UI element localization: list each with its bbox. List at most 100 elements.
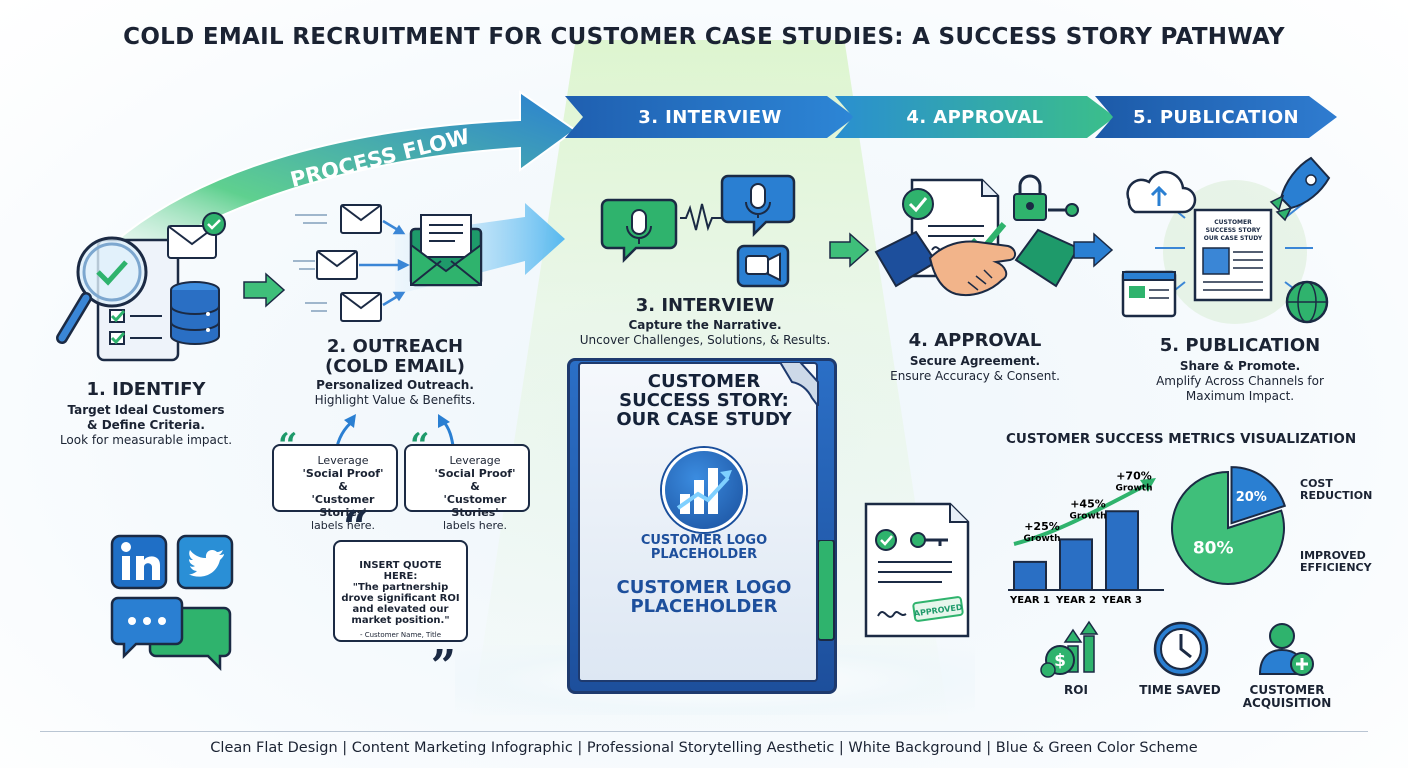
step-interview-line1: Capture the Narrative. xyxy=(628,318,782,332)
social-proof-callout: “ Leverage 'Social Proof' & 'Customer St… xyxy=(404,429,530,532)
growth-value-label: +70% xyxy=(1116,469,1152,482)
callout-line: Leverage xyxy=(449,454,501,467)
efficiency-pie-chart: 20% 80% xyxy=(1171,466,1287,585)
step-identify-line3: Look for measurable impact. xyxy=(59,433,233,447)
interview-media-icons xyxy=(600,174,796,288)
arrow-right-icon xyxy=(1073,232,1114,268)
banner-publication: 5. PUBLICATION xyxy=(1095,96,1337,138)
logo-placeholder-line: CUSTOMER LOGO xyxy=(616,577,792,598)
step-interview-line2: Uncover Challenges, Solutions, & Results… xyxy=(579,333,831,347)
step-publication-line3: Maximum Impact. xyxy=(1185,389,1295,403)
case-study-title: CUSTOMER SUCCESS STORY: OUR CASE STUDY xyxy=(578,372,830,429)
logo-placeholder-large: CUSTOMER LOGO PLACEHOLDER xyxy=(586,578,822,616)
step-approval-line1: Secure Agreement. xyxy=(909,354,1041,368)
page-curl xyxy=(780,362,819,406)
process-flow-arrow: PROCESS FLOW xyxy=(98,90,577,267)
growth-bar xyxy=(1013,560,1047,591)
twitter-icon xyxy=(176,534,234,590)
step-outreach-title-line1: 2. OUTREACH xyxy=(326,336,464,357)
metrics-title: CUSTOMER SUCCESS METRICS VISUALIZATION xyxy=(1006,431,1357,447)
pie-legend-efficiency: IMPROVED EFFICIENCY xyxy=(1300,550,1380,574)
customer-acquisition-label: CUSTOMER ACQUISITION xyxy=(1234,684,1340,710)
case-study-title-line: CUSTOMER xyxy=(647,371,761,392)
add-customer-icon xyxy=(1258,623,1314,676)
clock-icon xyxy=(1153,621,1209,677)
footer-divider xyxy=(40,731,1368,732)
quote-close-icon: ” xyxy=(430,641,456,692)
logo-placeholder-line: PLACEHOLDER xyxy=(650,547,758,562)
pie-legend-cost: COST REDUCTION xyxy=(1300,478,1380,502)
callout-line: 'Customer Stories' xyxy=(311,493,375,519)
step-outreach-line1: Personalized Outreach. xyxy=(316,378,474,392)
approved-document-icon: APPROVED xyxy=(864,502,970,638)
quote-line: "The partnership xyxy=(352,582,449,593)
chat-icon xyxy=(110,596,232,672)
pie-legend-label: COST REDUCTION xyxy=(1300,477,1373,502)
logo-placeholder-line: PLACEHOLDER xyxy=(630,596,778,617)
mini-doc-title: CUSTOMER xyxy=(1214,219,1252,226)
quote-line: drove significant ROI xyxy=(341,593,460,604)
step-interview-title: 3. INTERVIEW xyxy=(635,295,775,316)
quote-line: and elevated our xyxy=(352,604,449,615)
pie-slice-label: 80% xyxy=(1193,538,1234,558)
step-approval-line2: Ensure Accuracy & Consent. xyxy=(890,369,1060,383)
quote-heading: INSERT QUOTE HERE: xyxy=(359,560,442,582)
year-tick-label: YEAR 1 xyxy=(1009,595,1050,606)
quote-open-icon: “ xyxy=(343,502,369,553)
roi-icon: $ xyxy=(1040,620,1099,678)
growth-word-label: Growth xyxy=(1023,534,1060,544)
step-identify-line2: & Define Criteria. xyxy=(87,418,205,432)
year-tick-label: YEAR 2 xyxy=(1055,595,1096,606)
case-study-title-line: SUCCESS STORY: xyxy=(619,390,789,411)
callout-line: Leverage xyxy=(317,454,369,467)
customer-acquisition-line: ACQUISITION xyxy=(1242,696,1332,710)
banner-approval: 4. APPROVAL xyxy=(835,96,1115,138)
step-publication-line2: Amplify Across Channels for xyxy=(1156,374,1324,388)
svg-text:$: $ xyxy=(1054,651,1066,671)
logo-placeholder-small: CUSTOMER LOGO PLACEHOLDER xyxy=(586,534,822,562)
callout-line: 'Social Proof' & xyxy=(434,467,516,493)
callout-line: labels here. xyxy=(310,519,376,532)
growth-word-label: Growth xyxy=(1069,511,1106,521)
callout-line: 'Social Proof' & xyxy=(302,467,384,493)
time-saved-label: TIME SAVED xyxy=(1139,683,1221,697)
social-proof-callout: “ Leverage 'Social Proof' & 'Customer St… xyxy=(272,429,398,532)
step-publication-line1: Share & Promote. xyxy=(1179,359,1301,373)
mini-doc-subtitle: SUCCESS STORY xyxy=(1206,227,1261,234)
growth-building-icon xyxy=(676,468,732,514)
arrow-right-icon xyxy=(243,272,286,308)
outreach-envelopes-icon xyxy=(293,203,565,322)
year-tick-label: YEAR 3 xyxy=(1101,595,1142,606)
customer-quote-box: “ INSERT QUOTE HERE: "The partnership dr… xyxy=(333,506,468,689)
pie-slice-label: 20% xyxy=(1236,490,1267,505)
step-outreach-title: 2. OUTREACH (COLD EMAIL) xyxy=(310,337,480,377)
step-publication-title: 5. PUBLICATION xyxy=(1159,335,1321,356)
growth-value-label: +25% xyxy=(1024,520,1060,533)
pie-slice xyxy=(1230,466,1287,525)
footer-caption: Clean Flat Design | Content Marketing In… xyxy=(210,740,1198,756)
step-outreach-line2: Highlight Value & Benefits. xyxy=(314,393,476,407)
linkedin-icon xyxy=(110,534,168,590)
step-approval-title: 4. APPROVAL xyxy=(908,330,1042,351)
quote-attribution: - Customer Name, Title xyxy=(359,631,442,639)
publication-hub-icon: CUSTOMER SUCCESS STORY OUR CASE STUDY xyxy=(1121,156,1331,324)
step-identify-title: 1. IDENTIFY xyxy=(86,379,206,400)
approval-handshake-icon xyxy=(874,174,1080,296)
banner-interview: 3. INTERVIEW xyxy=(565,96,855,138)
quote-open-icon: “ xyxy=(278,426,298,466)
step-outreach-title-line2: (COLD EMAIL) xyxy=(325,356,465,377)
pie-legend-label: IMPROVED EFFICIENCY xyxy=(1300,549,1372,574)
step-identify-line1: Target Ideal Customers xyxy=(67,403,225,417)
logo-placeholder-line: CUSTOMER LOGO xyxy=(640,533,768,548)
pie-slice xyxy=(1171,470,1285,585)
growth-value-label: +45% xyxy=(1070,497,1106,510)
identify-icon xyxy=(56,212,226,362)
folder-tab xyxy=(817,540,835,641)
growth-bar xyxy=(1105,510,1139,591)
page-title: COLD EMAIL RECRUITMENT FOR CUSTOMER CASE… xyxy=(123,24,1285,50)
growth-trend-line xyxy=(1013,484,1145,546)
quote-open-icon: “ xyxy=(410,426,430,466)
mini-doc-caption: OUR CASE STUDY xyxy=(1204,235,1263,242)
roi-label: ROI xyxy=(1064,683,1088,697)
